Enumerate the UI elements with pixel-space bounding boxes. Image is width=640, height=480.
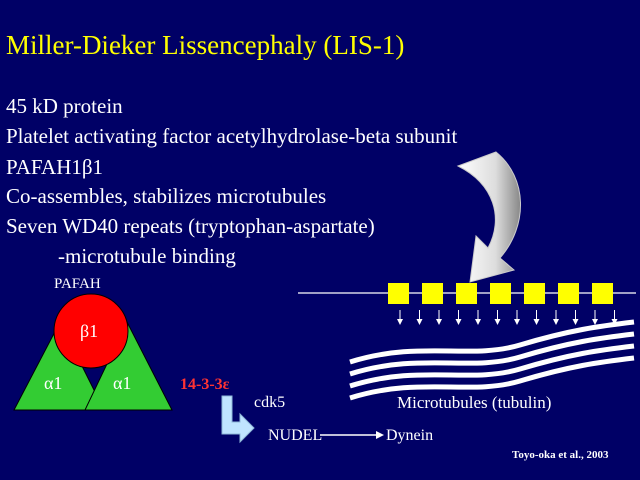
slide-title: Miller-Dieker Lissencephaly (LIS-1) xyxy=(6,30,405,60)
bullet-pafah-subunit: Platelet activating factor acetylhydrola… xyxy=(6,124,458,148)
beta1-circle xyxy=(53,293,129,369)
microtubules-label: Microtubules (tubulin) xyxy=(397,393,551,412)
nudel-dynein-arrowhead-icon xyxy=(376,431,384,439)
curved-arrow-icon xyxy=(456,151,521,283)
alpha1-right-label: α1 xyxy=(113,373,131,393)
dynein-label: Dynein xyxy=(386,427,433,444)
wd40-repeat-box xyxy=(524,283,545,304)
down-arrow-icon xyxy=(494,310,501,325)
bullet-protein-size: 45 kD protein xyxy=(6,94,123,118)
down-arrow-icon xyxy=(592,310,598,325)
cdk5-label: cdk5 xyxy=(254,394,285,411)
wd40-repeat-box xyxy=(558,283,579,304)
wd40-repeat-box xyxy=(388,283,409,304)
down-arrow-icon xyxy=(397,310,403,325)
alpha1-right-triangle xyxy=(84,320,173,411)
wd40-repeat-box xyxy=(592,283,613,304)
beta1-label: β1 xyxy=(80,321,98,341)
bent-arrow-icon xyxy=(221,395,255,444)
down-arrow-icon xyxy=(553,310,559,325)
wd40-repeat-box xyxy=(422,283,443,304)
microtubules-icon xyxy=(349,319,635,401)
pafah-label: PAFAH xyxy=(54,276,101,292)
bullet-pafah1b1: PAFAH1β1 xyxy=(6,155,104,179)
down-arrow-icon xyxy=(475,310,481,325)
wd40-repeat-box xyxy=(490,283,511,304)
down-arrow-icon xyxy=(572,310,579,325)
wd40-repeats xyxy=(388,283,618,325)
wd40-repeat-box xyxy=(456,283,477,304)
bullet-wd40-repeats: Seven WD40 repeats (tryptophan-aspartate… xyxy=(6,214,375,238)
down-arrow-icon xyxy=(455,310,462,325)
citation: Toyo-oka et al., 2003 xyxy=(512,449,609,461)
down-arrow-icon xyxy=(416,310,423,325)
down-arrow-icon xyxy=(436,310,442,325)
down-arrow-icon xyxy=(533,310,540,325)
nudel-label: NUDEL xyxy=(268,427,322,444)
bullet-microtubule-binding: -microtubule binding xyxy=(58,244,236,268)
bullet-microtubule-stabilize: Co-assembles, stabilizes microtubules xyxy=(6,184,327,208)
protein-14-3-3-label: 14-3-3ε xyxy=(180,376,230,393)
alpha1-left-label: α1 xyxy=(44,373,62,393)
down-arrow-icon xyxy=(514,310,520,325)
